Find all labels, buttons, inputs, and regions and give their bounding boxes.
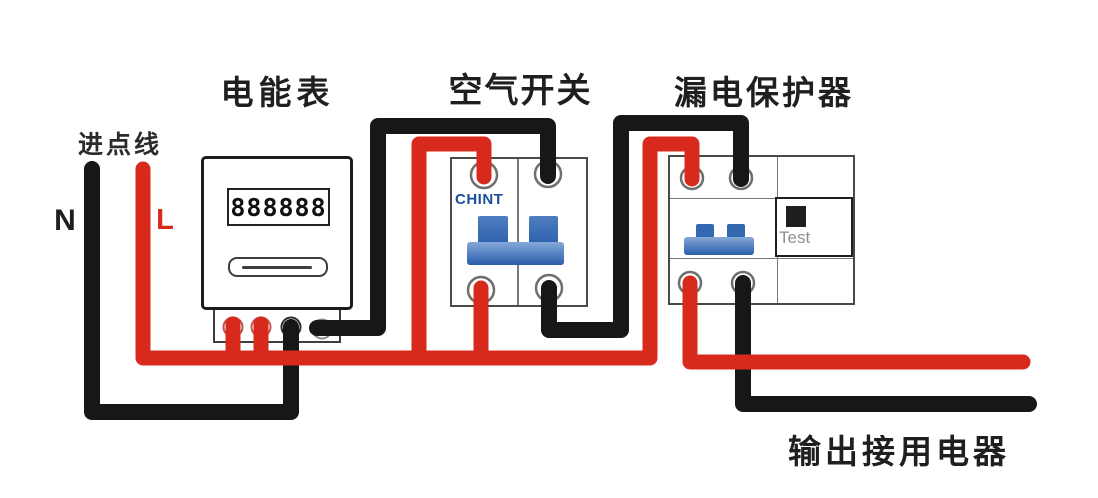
air-switch-body bbox=[450, 157, 588, 307]
test-button bbox=[786, 206, 806, 227]
live-wire-label: L bbox=[156, 204, 174, 236]
meter-title: 电能表 bbox=[220, 74, 335, 111]
meter-reading: 888888 bbox=[230, 192, 327, 222]
breaker-toggle-handle bbox=[529, 216, 558, 244]
neutral-wire-label: N bbox=[54, 204, 76, 237]
protector-toggle-base bbox=[684, 237, 754, 255]
pole-divider bbox=[517, 159, 519, 305]
test-button-label: Test bbox=[779, 228, 811, 247]
incoming-line-label: 进点线 bbox=[77, 131, 162, 159]
slot-line bbox=[242, 266, 312, 269]
breaker-toggle-base bbox=[467, 242, 564, 265]
meter-nameplate-slot bbox=[228, 257, 328, 277]
meter-terminal-strip bbox=[213, 308, 341, 343]
protector-toggle-nub bbox=[727, 224, 745, 238]
air-switch-title: 空气开关 bbox=[448, 72, 593, 110]
brand-label: CHINT bbox=[455, 191, 504, 208]
meter-display: 888888 bbox=[227, 188, 330, 226]
breaker-toggle-handle bbox=[478, 216, 508, 244]
leakage-protector-title: 漏电保护器 bbox=[674, 74, 854, 111]
output-appliance-label: 输出接用电器 bbox=[788, 433, 1010, 470]
grid-line bbox=[670, 258, 853, 260]
protector-toggle-nub bbox=[696, 224, 714, 238]
meter-body bbox=[201, 156, 353, 310]
grid-line bbox=[670, 198, 853, 200]
